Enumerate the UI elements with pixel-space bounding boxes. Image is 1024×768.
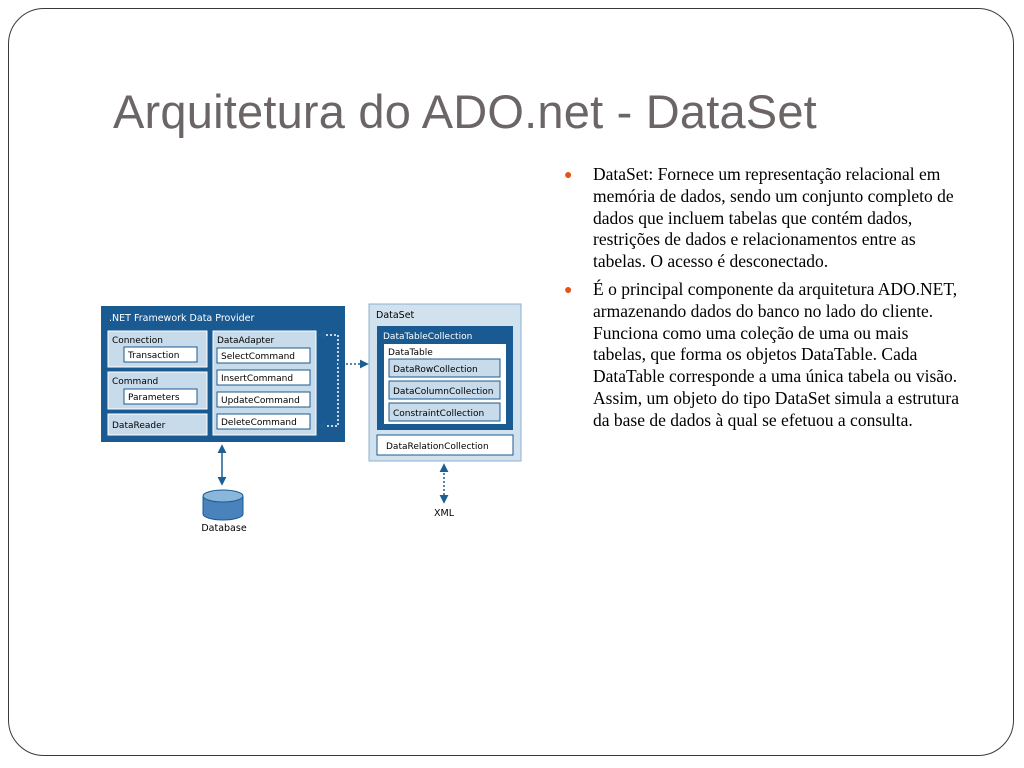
- datarelationcollection-box: [376, 434, 514, 456]
- insertcommand-box: [216, 369, 311, 386]
- datacolumncollection-label: DataColumnCollection: [393, 387, 493, 397]
- database-label: Database: [201, 523, 246, 534]
- insertcommand-label: InsertCommand: [221, 374, 293, 384]
- bullet-list: ● DataSet: Fornece um representação rela…: [564, 164, 964, 438]
- datareader-label: DataReader: [112, 421, 166, 431]
- datarowcollection-label: DataRowCollection: [393, 365, 478, 375]
- constraintcollection-label: ConstraintCollection: [393, 409, 484, 419]
- constraintcollection-box: [388, 402, 501, 422]
- parameters-box: [123, 388, 198, 405]
- transaction-box: [123, 346, 198, 363]
- slide-title: Arquitetura do ADO.net - DataSet: [113, 85, 817, 138]
- deletecommand-box: [216, 413, 311, 430]
- xml-label: XML: [434, 508, 455, 519]
- datatable-label: DataTable: [388, 348, 433, 358]
- bullet-text: É o principal componente da arquitetura …: [593, 278, 959, 430]
- bullet-text: DataSet: Fornece um representação relaci…: [593, 164, 954, 272]
- database-icon: [202, 489, 244, 521]
- bullet-dot-icon: ●: [564, 282, 573, 298]
- datareader-box: [107, 413, 208, 436]
- dataadapter-label: DataAdapter: [217, 336, 274, 346]
- bullet-item: ● DataSet: Fornece um representação rela…: [564, 164, 964, 273]
- command-label: Command: [112, 377, 158, 387]
- datarelationcollection-label: DataRelationCollection: [386, 442, 489, 452]
- bullet-item: ● É o principal componente da arquitetur…: [564, 279, 964, 432]
- transaction-label: Transaction: [127, 351, 180, 361]
- updatecommand-box: [216, 391, 311, 408]
- updatecommand-label: UpdateCommand: [221, 396, 300, 406]
- datarowcollection-box: [388, 358, 501, 378]
- dataset-title: DataSet: [376, 310, 415, 321]
- parameters-label: Parameters: [128, 393, 180, 403]
- deletecommand-label: DeleteCommand: [221, 418, 297, 428]
- bullet-dot-icon: ●: [564, 168, 573, 183]
- data-provider-title: .NET Framework Data Provider: [109, 313, 254, 324]
- datacolumncollection-box: [388, 380, 501, 400]
- selectcommand-label: SelectCommand: [221, 352, 295, 362]
- datatablecollection-label: DataTableCollection: [383, 332, 472, 342]
- selectcommand-box: [216, 347, 311, 364]
- connection-label: Connection: [112, 336, 163, 346]
- adapter-dataset-connector: [316, 330, 339, 431]
